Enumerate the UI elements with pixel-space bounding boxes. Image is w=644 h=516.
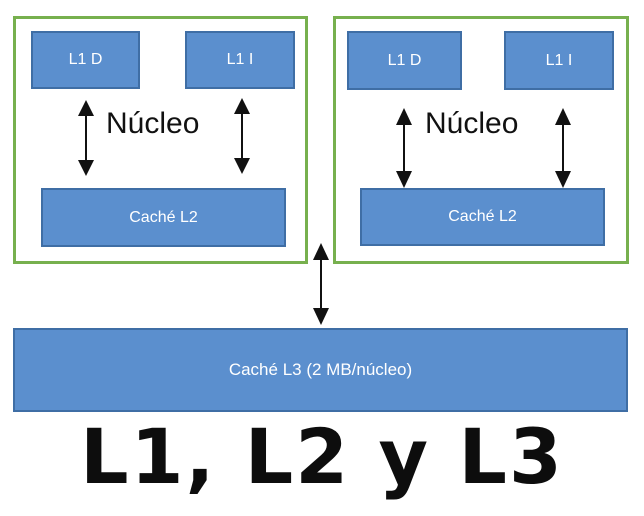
core-right-l2-cache: Caché L2 xyxy=(360,188,605,246)
core-left-label: Núcleo xyxy=(106,107,200,140)
core-right-l1d-cache: L1 D xyxy=(347,31,462,90)
arrow-cores-l3 xyxy=(313,243,329,325)
l3-cache: Caché L3 (2 MB/núcleo) xyxy=(13,328,628,412)
core-left-l1i-cache: L1 I xyxy=(185,31,295,89)
core-left-l2-cache: Caché L2 xyxy=(41,188,286,247)
diagram-title: L1, L2 y L3 xyxy=(80,412,564,501)
core-left-l1d-cache: L1 D xyxy=(31,31,140,89)
core-right-l1i-cache: L1 I xyxy=(504,31,614,90)
core-right-label: Núcleo xyxy=(425,107,519,140)
